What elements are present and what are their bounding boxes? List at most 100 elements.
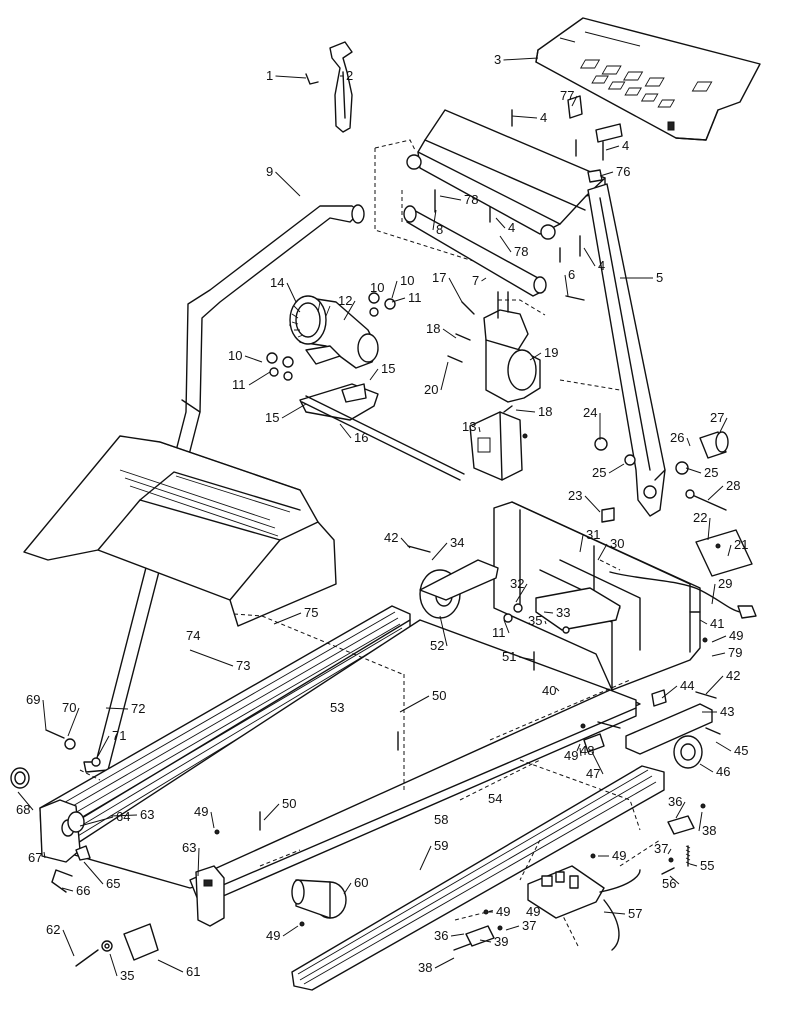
callout-49: 49 xyxy=(194,804,208,819)
callout-29: 29 xyxy=(718,576,732,591)
callout-leader-63 xyxy=(197,847,200,877)
callout-21: 21 xyxy=(734,537,748,552)
callout-15: 15 xyxy=(265,410,279,425)
callout-leader-61 xyxy=(157,959,184,973)
callout-49: 49 xyxy=(729,628,743,643)
callout-58: 58 xyxy=(434,812,448,827)
callout-63: 63 xyxy=(182,840,196,855)
callout-leader-78 xyxy=(499,235,512,253)
callout-9: 9 xyxy=(266,164,273,179)
callout-leader-11 xyxy=(248,371,271,386)
callout-leader-62 xyxy=(62,929,75,957)
callout-12: 12 xyxy=(338,293,352,308)
callout-leader-49 xyxy=(210,811,215,829)
callout-leader-37 xyxy=(667,848,672,855)
callout-66: 66 xyxy=(76,883,90,898)
callout-leader-16 xyxy=(339,423,352,439)
callout-30: 30 xyxy=(610,536,624,551)
callout-leader-33 xyxy=(543,611,554,614)
callout-leader-49 xyxy=(579,747,582,757)
callout-4: 4 xyxy=(598,258,605,273)
callout-leader-79 xyxy=(711,652,726,657)
callout-11: 11 xyxy=(408,290,422,305)
callout-leader-7 xyxy=(481,277,487,282)
callout-leader-28 xyxy=(707,485,724,501)
callout-37: 37 xyxy=(654,841,668,856)
callout-47: 47 xyxy=(586,766,600,781)
callout-49: 49 xyxy=(612,848,626,863)
callout-leader-15 xyxy=(281,403,307,419)
callout-10: 10 xyxy=(400,273,414,288)
callout-leader-69 xyxy=(42,699,47,731)
callout-11: 11 xyxy=(232,377,246,392)
callout-leader-31 xyxy=(579,534,584,553)
callout-71: 71 xyxy=(112,728,126,743)
console-bracket xyxy=(374,109,606,263)
callout-42: 42 xyxy=(726,668,740,683)
callout-8: 8 xyxy=(436,222,443,237)
callout-leader-56 xyxy=(669,875,680,885)
callout-leader-73 xyxy=(189,649,234,667)
bolts-upper xyxy=(434,95,623,263)
callout-leader-78 xyxy=(439,195,462,201)
callout-40: 40 xyxy=(542,683,556,698)
callout-leader-9 xyxy=(275,171,301,197)
callout-leader-50 xyxy=(399,695,430,713)
callout-leader-30 xyxy=(597,543,608,561)
callout-4: 4 xyxy=(540,110,547,125)
callout-leader-71 xyxy=(97,735,110,757)
callout-leader-63 xyxy=(109,814,138,817)
callout-6: 6 xyxy=(568,267,575,282)
callout-leader-70 xyxy=(67,707,80,737)
callout-leader-42 xyxy=(400,537,411,549)
callout-leader-38 xyxy=(698,811,703,832)
callout-49: 49 xyxy=(266,928,280,943)
callout-68: 68 xyxy=(16,802,30,817)
callout-50: 50 xyxy=(432,688,446,703)
callout-leader-13 xyxy=(478,426,481,433)
callout-leader-10 xyxy=(391,280,398,299)
power-cord xyxy=(609,571,757,619)
callout-28: 28 xyxy=(726,478,740,493)
callout-leader-4 xyxy=(605,145,620,151)
callout-leader-17 xyxy=(448,277,463,303)
callout-49: 49 xyxy=(526,904,540,919)
callout-leader-60 xyxy=(343,882,352,895)
callout-79: 79 xyxy=(728,645,742,660)
callout-leader-49 xyxy=(711,635,727,643)
callout-leader-21 xyxy=(727,544,732,557)
callout-4: 4 xyxy=(508,220,515,235)
callout-leader-45 xyxy=(715,741,732,752)
callout-46: 46 xyxy=(716,764,730,779)
callout-leader-67 xyxy=(43,851,46,859)
callout-73: 73 xyxy=(236,658,250,673)
callout-leader-20 xyxy=(440,361,449,391)
callout-leader-47 xyxy=(591,751,604,775)
upright xyxy=(587,183,666,517)
callout-49: 49 xyxy=(564,748,578,763)
callout-leader-36 xyxy=(450,933,465,937)
callout-35: 35 xyxy=(120,968,134,983)
drawing xyxy=(10,17,761,991)
callout-53: 53 xyxy=(330,700,344,715)
callout-70: 70 xyxy=(62,700,76,715)
callout-67: 67 xyxy=(28,850,42,865)
callout-leader-59 xyxy=(419,845,432,871)
callout-26: 26 xyxy=(670,430,684,445)
callout-20: 20 xyxy=(424,382,438,397)
callout-leader-55 xyxy=(689,863,698,867)
callout-4: 4 xyxy=(622,138,629,153)
callout-leader-66 xyxy=(61,887,74,892)
callout-leader-46 xyxy=(699,763,714,773)
callout-leader-4 xyxy=(511,115,538,119)
callout-69: 69 xyxy=(26,692,40,707)
callout-leader-18 xyxy=(515,409,536,413)
callout-leader-36 xyxy=(675,801,686,819)
callout-leader-18 xyxy=(442,328,457,339)
callout-35: 35 xyxy=(528,613,542,628)
callout-leader-34 xyxy=(431,542,448,561)
callout-15: 15 xyxy=(381,361,395,376)
callout-32: 32 xyxy=(510,576,524,591)
callout-36: 36 xyxy=(668,794,682,809)
